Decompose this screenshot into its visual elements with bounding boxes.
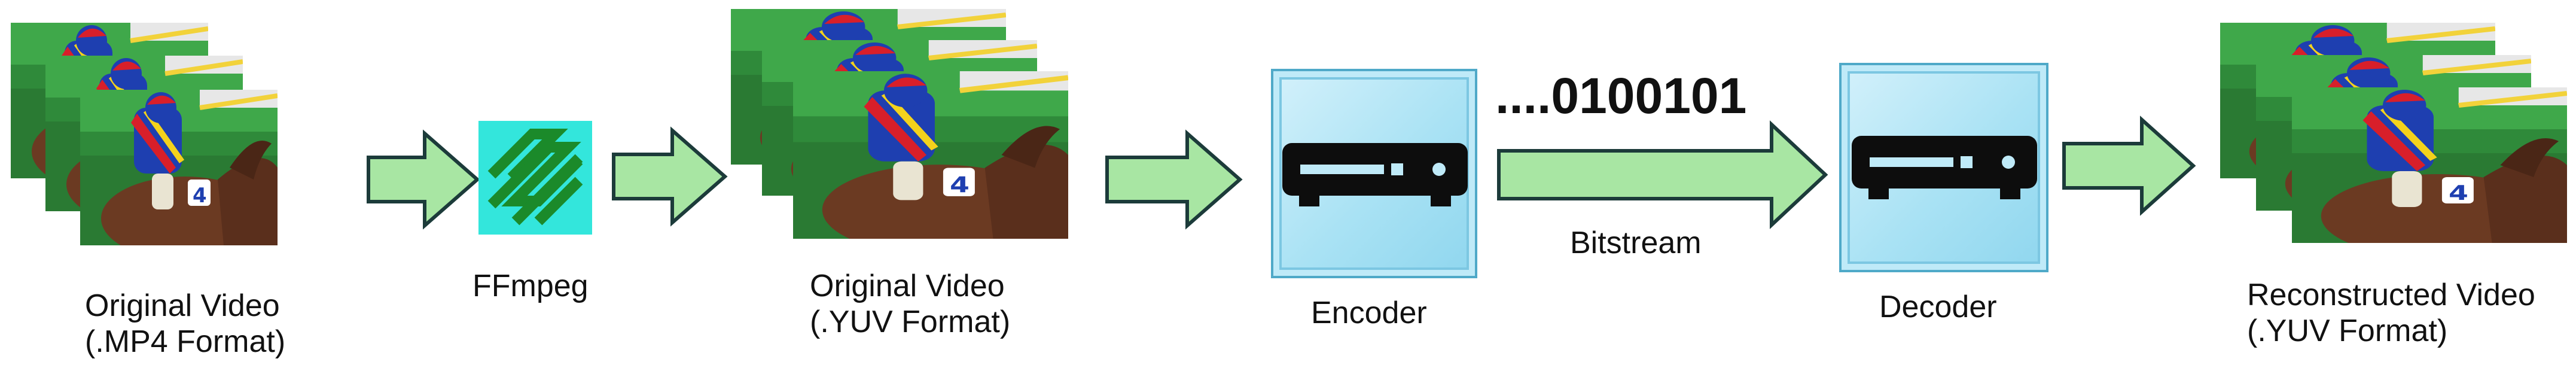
ffmpeg-logo-icon [478, 121, 592, 235]
bitstream-bits: ....0100101 [1495, 68, 1747, 124]
original-yuv-label-line1: Original Video [810, 269, 1005, 303]
encoder-box [1271, 69, 1477, 278]
decoder-label: Decoder [1879, 290, 1997, 324]
reconstructed-frame-stack [2220, 23, 2567, 256]
original-mp4-label-line2: (.MP4 Format) [85, 324, 286, 359]
decoder-box [1839, 63, 2048, 272]
right-arrow-icon [612, 126, 728, 227]
video-frame [2292, 87, 2567, 243]
reconstructed-label-line1: Reconstructed Video [2247, 278, 2535, 312]
right-arrow-icon [367, 129, 480, 230]
ffmpeg-label: FFmpeg [472, 269, 589, 303]
decoder-device-icon [1852, 136, 2037, 199]
right-arrow-icon [1105, 129, 1243, 230]
encoder-label: Encoder [1311, 296, 1427, 330]
encoder-device-icon [1282, 143, 1468, 206]
original-yuv-frame-stack [731, 9, 1078, 242]
bitstream-arrow-icon [1497, 120, 1828, 229]
video-frame [793, 71, 1068, 239]
bitstream-label: Bitstream [1570, 226, 1702, 260]
original-mp4-frame-stack [11, 23, 286, 256]
original-yuv-label-line2: (.YUV Format) [810, 305, 1011, 339]
right-arrow-icon [2062, 115, 2196, 216]
reconstructed-label-line2: (.YUV Format) [2247, 314, 2448, 348]
original-mp4-label-line1: Original Video [85, 288, 280, 323]
video-frame [80, 90, 278, 245]
